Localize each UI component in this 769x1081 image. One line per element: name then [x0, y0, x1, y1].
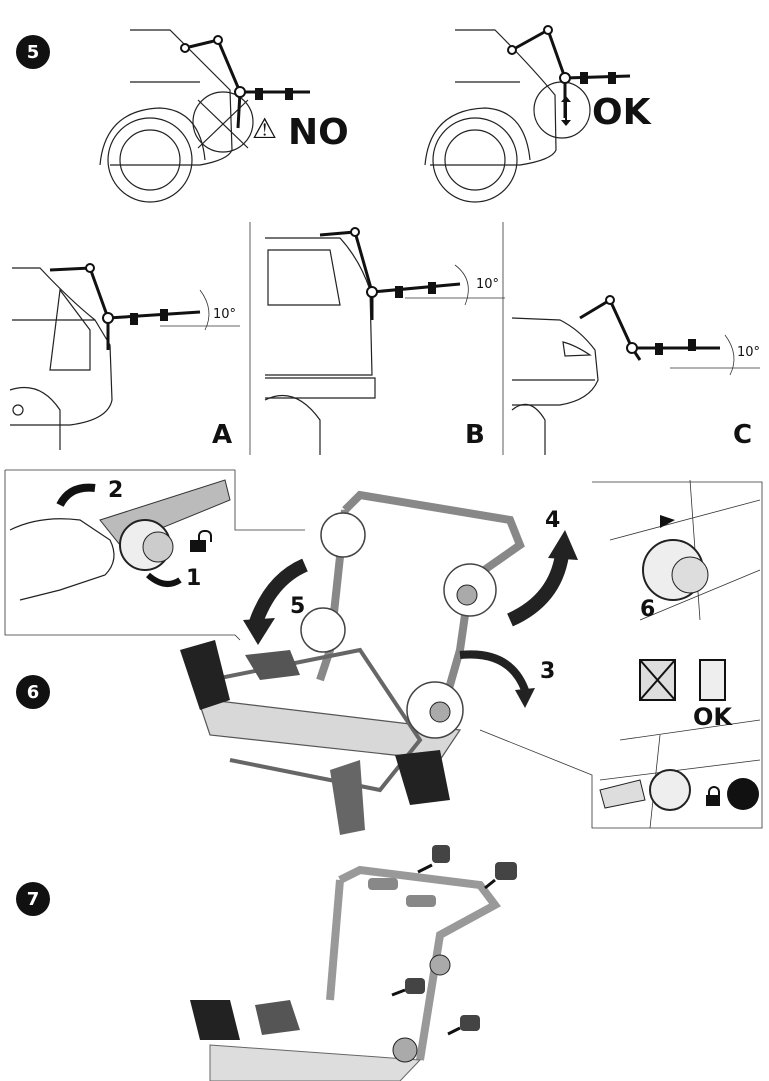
step-5-number: 5 [26, 41, 40, 63]
step6-number-4: 4 [545, 508, 561, 533]
step6-ok-label: OK [693, 703, 732, 731]
ok-label: OK [592, 92, 651, 133]
car-b-illustration [264, 227, 505, 455]
unlock-icon [190, 540, 206, 552]
inset-right-knob [599, 479, 761, 829]
car-a-label: A [212, 420, 233, 450]
inset-left-knob [9, 479, 231, 601]
inset-left-frame [4, 469, 305, 641]
lock-icon-shackle [708, 786, 720, 797]
step5-car-no [99, 29, 310, 203]
rack-main-step6 [180, 490, 578, 835]
no-label: NO [288, 112, 349, 153]
step6-number-5: 5 [290, 594, 306, 619]
step6-number-2: 2 [108, 478, 124, 503]
step6-number-3: 3 [540, 659, 556, 684]
step5-car-ok [424, 25, 631, 203]
rack-step7 [190, 845, 517, 1081]
step-6-badge: 6 [16, 675, 50, 709]
unlock-icon-shackle [198, 530, 212, 542]
car-c-illustration [511, 295, 760, 455]
warning-icon: ⚠ [252, 112, 278, 145]
angle-c-label: 10° [737, 345, 761, 360]
car-c-label: C [733, 420, 753, 450]
angle-a-label: 10° [213, 307, 237, 322]
angle-b-label: 10° [476, 277, 500, 292]
step-6-number: 6 [26, 681, 40, 703]
step-7-number: 7 [26, 888, 40, 910]
car-a-illustration [9, 263, 240, 450]
lock-icon [706, 795, 720, 806]
strength-icon [727, 778, 759, 810]
step-5-badge: 5 [16, 35, 50, 69]
step6-number-6: 6 [640, 597, 656, 622]
step-7-badge: 7 [16, 882, 50, 916]
inset-right-frame [479, 481, 763, 829]
step6-number-1: 1 [186, 566, 202, 591]
car-b-label: B [465, 420, 485, 450]
